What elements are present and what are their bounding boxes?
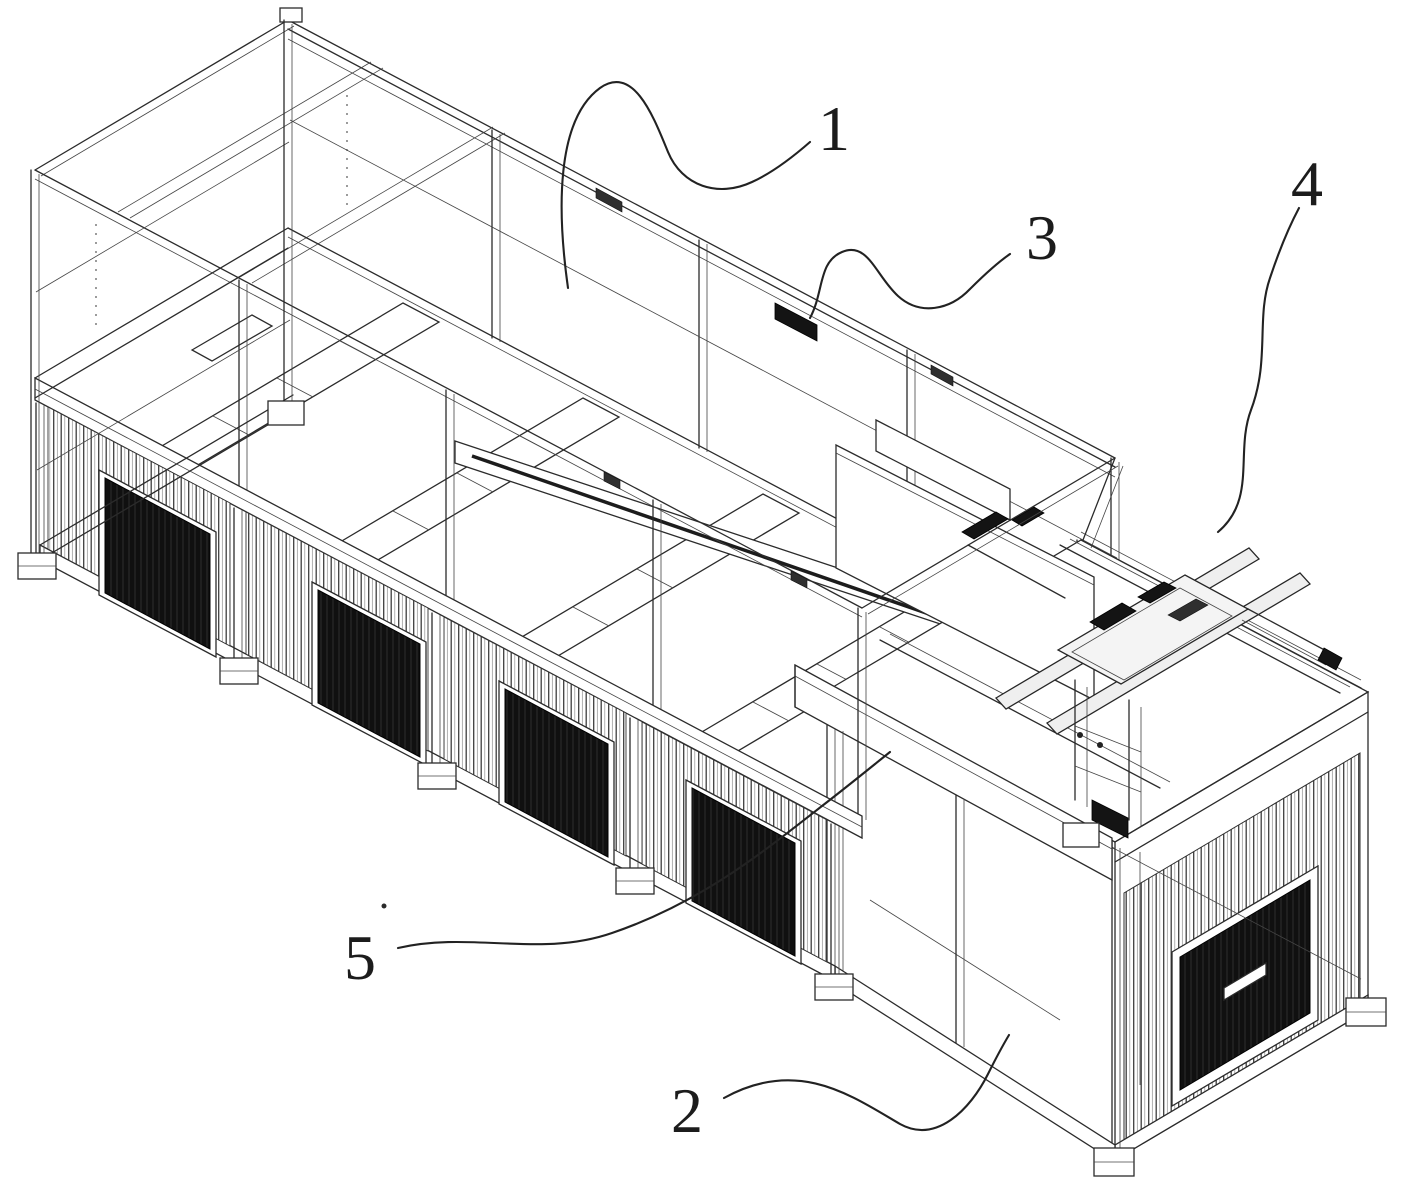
gantry-assembly bbox=[879, 506, 1351, 839]
floor-plate bbox=[190, 314, 274, 362]
window-panel-3 bbox=[504, 688, 609, 858]
gantry-block bbox=[1167, 598, 1209, 622]
right-end-wall bbox=[1111, 690, 1369, 1162]
callout-label-1: 1 bbox=[818, 93, 850, 164]
gantry-motor-small bbox=[1011, 506, 1045, 527]
rail-clip bbox=[930, 364, 954, 387]
callout-leader-1 bbox=[560, 81, 812, 290]
window-panel-4 bbox=[691, 787, 796, 957]
gantry-motor bbox=[961, 511, 1009, 540]
rail-clip bbox=[790, 570, 808, 589]
gantry-block bbox=[1137, 581, 1177, 604]
left-end-frame bbox=[30, 19, 294, 563]
callout-label-4: 4 bbox=[1291, 148, 1323, 219]
callout-leader-4 bbox=[1216, 206, 1301, 534]
end-panel-handle bbox=[1223, 961, 1267, 1002]
rail-carriage-group bbox=[595, 187, 954, 589]
lower-tier bbox=[34, 376, 863, 983]
gantry-block bbox=[1089, 602, 1137, 631]
gantry-mast-foot bbox=[1091, 799, 1129, 839]
front-bottom-band bbox=[834, 964, 1116, 1164]
callout-label-3: 3 bbox=[1026, 202, 1058, 273]
callout-label-2: 2 bbox=[671, 1075, 703, 1146]
callout-label-5: 5 bbox=[344, 922, 376, 993]
gantry-end-stop bbox=[1317, 647, 1343, 671]
rail-clip bbox=[603, 471, 621, 490]
roof-front-frame bbox=[34, 169, 1119, 618]
corner-cap bbox=[279, 7, 303, 23]
foot-pad bbox=[267, 400, 305, 426]
window-panel-2 bbox=[317, 589, 421, 758]
callouts: 1 3 4 5 2 bbox=[344, 81, 1323, 1146]
ink-speck bbox=[381, 903, 387, 909]
rail-carriage bbox=[774, 302, 818, 342]
right-section-front bbox=[794, 663, 1362, 1164]
window-panel-1 bbox=[104, 477, 211, 650]
upper-front-columns bbox=[238, 279, 867, 820]
callout-leader-3 bbox=[808, 248, 1012, 320]
support-feet bbox=[17, 400, 1387, 1177]
callout-leader-5 bbox=[396, 750, 892, 950]
rail-clip bbox=[595, 187, 623, 213]
foot-pad bbox=[1062, 822, 1100, 848]
callout-leader-2 bbox=[722, 1033, 1011, 1131]
